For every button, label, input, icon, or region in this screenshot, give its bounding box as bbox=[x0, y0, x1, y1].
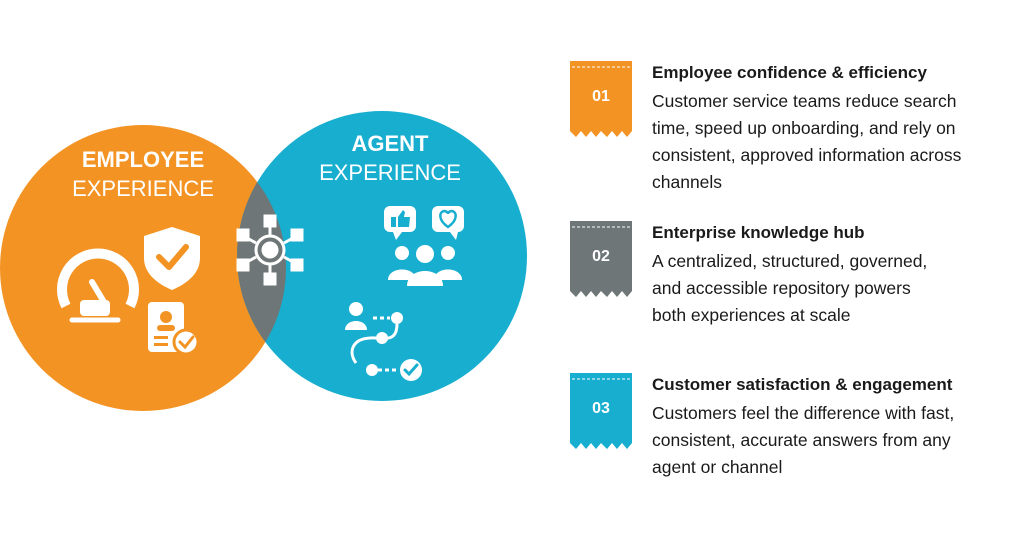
body-line: A centralized, structured, governed, bbox=[652, 251, 928, 271]
number-badge: 01 bbox=[570, 61, 632, 141]
ribbon-shape bbox=[570, 221, 632, 297]
list-item: 02 Enterprise knowledge hub A centralize… bbox=[570, 221, 1010, 341]
item-body: Customers feel the difference with fast,… bbox=[652, 400, 1012, 481]
item-title: Employee confidence & efficiency bbox=[652, 63, 927, 82]
employee-experience-circle bbox=[0, 125, 286, 411]
badge-number: 03 bbox=[592, 400, 610, 417]
agent-experience-circle bbox=[237, 111, 527, 401]
people-group-icon bbox=[388, 245, 462, 286]
ribbon-shape bbox=[570, 373, 632, 449]
venn-diagram: EMPLOYEE EXPERIENCE AGENT EXPERIENCE bbox=[0, 111, 527, 411]
agent-title-bold: AGENT bbox=[352, 131, 430, 156]
body-line: both experiences at scale bbox=[652, 305, 851, 325]
speedometer-icon bbox=[57, 248, 139, 323]
item-body: A centralized, structured, governed, and… bbox=[652, 248, 1012, 329]
item-body: Customer service teams reduce search tim… bbox=[652, 88, 1012, 196]
body-line: agent or channel bbox=[652, 457, 783, 477]
body-line: channels bbox=[652, 172, 723, 192]
badge-number: 02 bbox=[592, 248, 610, 265]
number-badge: 03 bbox=[570, 373, 632, 453]
body-line: Customers feel the difference with fast, bbox=[652, 403, 955, 423]
id-badge-check-icon bbox=[148, 302, 200, 356]
body-line: time, speed up onboarding, and rely on bbox=[652, 118, 956, 138]
heart-bubble-icon bbox=[432, 206, 464, 240]
list-item: 01 Employee confidence & efficiency Cust… bbox=[570, 61, 1010, 211]
number-badge: 02 bbox=[570, 221, 632, 301]
thumbs-up-bubble-icon bbox=[384, 206, 416, 240]
workflow-path-icon bbox=[345, 302, 422, 381]
body-line: consistent, accurate answers from any bbox=[652, 430, 951, 450]
shield-check-icon bbox=[144, 227, 200, 290]
list-item: 03 Customer satisfaction & engagement Cu… bbox=[570, 373, 1010, 493]
body-line: and accessible repository powers bbox=[652, 278, 911, 298]
badge-number: 01 bbox=[592, 88, 610, 105]
network-hub-icon bbox=[236, 214, 304, 286]
employee-title-bold: EMPLOYEE bbox=[82, 147, 204, 172]
employee-title-light: EXPERIENCE bbox=[72, 176, 214, 201]
agent-title-light: EXPERIENCE bbox=[319, 160, 461, 185]
body-line: Customer service teams reduce search bbox=[652, 91, 957, 111]
body-line: consistent, approved information across bbox=[652, 145, 962, 165]
item-title: Customer satisfaction & engagement bbox=[652, 375, 953, 394]
ribbon-shape bbox=[570, 61, 632, 137]
item-title: Enterprise knowledge hub bbox=[652, 223, 865, 242]
